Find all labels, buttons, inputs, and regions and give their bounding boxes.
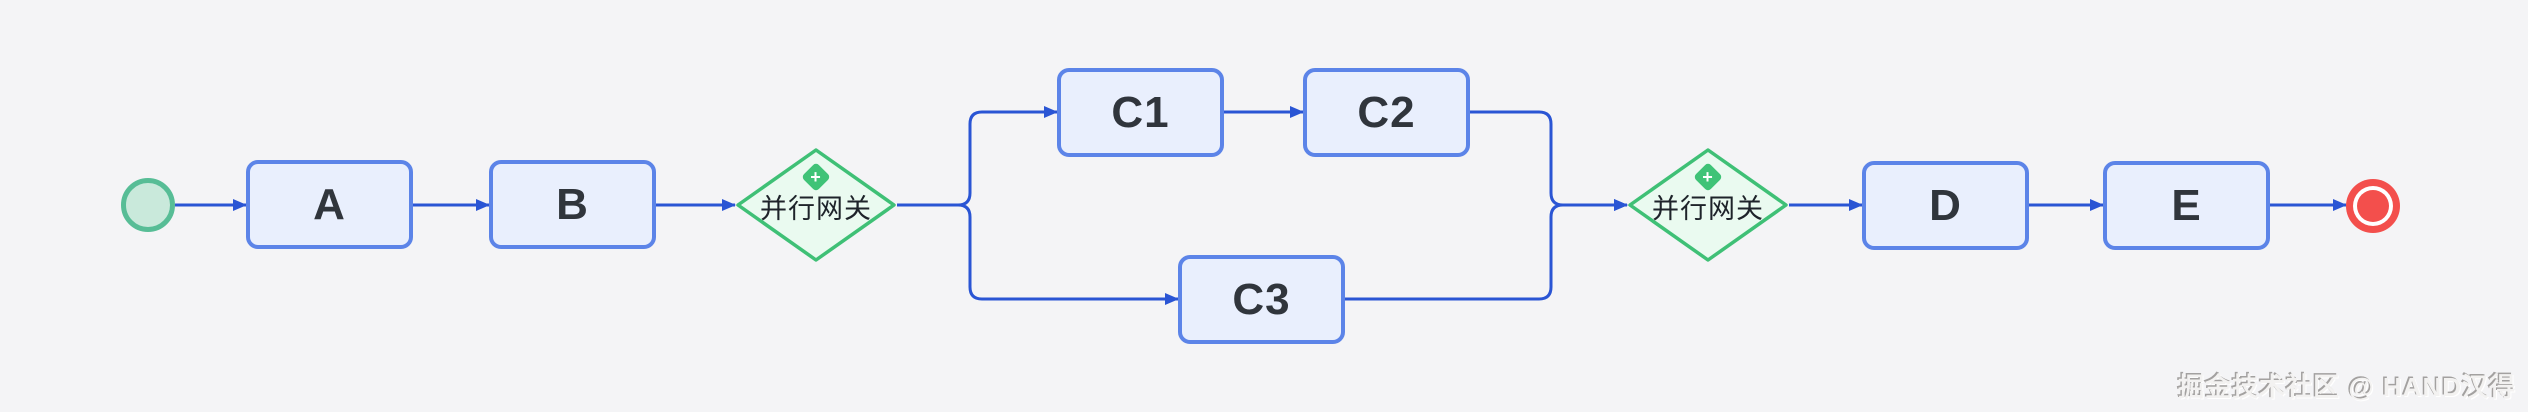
task-node-e[interactable]: E	[2103, 161, 2270, 250]
task-node-c2[interactable]: C2	[1303, 68, 1470, 157]
task-node-c1[interactable]: C1	[1057, 68, 1224, 157]
end-event-ring	[2353, 186, 2393, 226]
task-node-a[interactable]: A	[246, 160, 413, 249]
parallel-gateway-join[interactable]: + 并行网关	[1627, 147, 1789, 263]
gateway-label: 并行网关	[1652, 194, 1764, 224]
edge-c3-to-gateway2	[1345, 199, 1628, 301]
gateway-label: 并行网关	[760, 194, 872, 224]
task-label-c1: C1	[1111, 87, 1170, 137]
start-event-node[interactable]	[121, 178, 175, 232]
edge-gateway1-to-c1	[897, 106, 1058, 207]
gateway-diamond-shape	[736, 148, 896, 262]
gateway-diamond-shape	[1628, 148, 1788, 262]
task-node-b[interactable]: B	[489, 160, 656, 249]
end-event-node[interactable]	[2346, 179, 2400, 233]
task-label-c2: C2	[1357, 87, 1416, 137]
task-label-c3: C3	[1232, 274, 1291, 324]
task-label-e: E	[2171, 180, 2202, 230]
task-label-b: B	[556, 179, 589, 229]
task-node-c3[interactable]: C3	[1178, 255, 1345, 344]
task-label-a: A	[313, 179, 346, 229]
task-label-d: D	[1929, 180, 1962, 230]
watermark-text: 掘金技术社区 @ HAND汉得	[2178, 372, 2516, 402]
edge-gateway1-to-c3	[897, 203, 1179, 305]
edge-c2-to-gateway2	[1470, 110, 1628, 211]
plus-icon: +	[1702, 166, 1714, 187]
plus-icon: +	[810, 166, 822, 187]
task-node-d[interactable]: D	[1862, 161, 2029, 250]
parallel-gateway-split[interactable]: + 并行网关	[735, 147, 897, 263]
end-event-core	[2357, 190, 2389, 222]
